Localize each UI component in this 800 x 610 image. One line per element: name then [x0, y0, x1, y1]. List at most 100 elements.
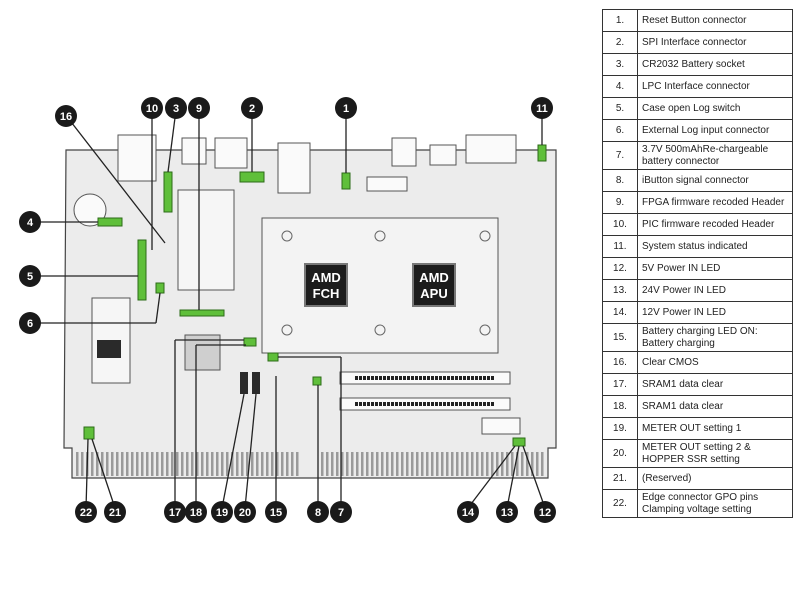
edge-finger	[261, 452, 264, 476]
meter-out-header-1	[240, 372, 248, 394]
hdmi-connector	[429, 144, 457, 166]
edge-finger	[206, 452, 209, 476]
legend-number: 17.	[602, 373, 638, 396]
legend-number: 5.	[602, 97, 638, 120]
edge-finger	[351, 452, 354, 476]
edge-finger	[541, 452, 544, 476]
leader-lines	[40, 109, 546, 509]
legend-row: 2.SPI Interface connector	[602, 31, 793, 54]
legend-description: LPC Interface connector	[637, 75, 793, 98]
edge-finger	[441, 452, 444, 476]
legend-description: METER OUT setting 1	[637, 417, 793, 440]
edge-finger	[256, 452, 259, 476]
callout-6-label: 6	[27, 318, 33, 330]
edge-finger	[451, 452, 454, 476]
legend-row: 6.External Log input connector	[602, 119, 793, 142]
vga-connector-right	[465, 134, 517, 164]
edge-finger	[361, 452, 364, 476]
edge-finger	[506, 452, 509, 476]
edge-finger	[251, 452, 254, 476]
edge-finger	[286, 452, 289, 476]
mount-hole	[281, 230, 293, 242]
legend-row: 14.12V Power IN LED	[602, 301, 793, 324]
legend-description: Battery charging LED ON: Battery chargin…	[637, 323, 793, 352]
callout-11: 11	[531, 97, 553, 119]
legend-row: 1.Reset Button connector	[602, 9, 793, 32]
usb-stack	[181, 137, 207, 165]
legend-description: SPI Interface connector	[637, 31, 793, 54]
edge-finger	[526, 452, 529, 476]
legend-description: iButton signal connector	[637, 169, 793, 192]
legend-row: 20.METER OUT setting 2 & HOPPER SSR sett…	[602, 439, 793, 468]
edge-finger	[491, 452, 494, 476]
meter-out-header-2	[252, 372, 260, 394]
edge-finger	[336, 452, 339, 476]
edge-finger	[346, 452, 349, 476]
callout-17: 17	[164, 501, 186, 523]
callout-14: 14	[457, 501, 479, 523]
legend-number: 13.	[602, 279, 638, 302]
power-led-header	[512, 437, 526, 447]
callout-7-label: 7	[338, 507, 344, 519]
edge-finger	[456, 452, 459, 476]
legend-description: 3.7V 500mAhRe-chargeable battery connect…	[637, 141, 793, 170]
legend-description: System status indicated	[637, 235, 793, 258]
callout-15-label: 15	[270, 507, 282, 519]
legend-row: 12.5V Power IN LED	[602, 257, 793, 280]
edge-finger	[181, 452, 184, 476]
legend-row: 8.iButton signal connector	[602, 169, 793, 192]
callout-14-label: 14	[462, 507, 475, 519]
edge-finger	[431, 452, 434, 476]
legend-number: 10.	[602, 213, 638, 236]
edge-finger	[531, 452, 534, 476]
legend-row: 21.(Reserved)	[602, 467, 793, 490]
status-indicator-header	[537, 144, 547, 162]
edge-finger	[201, 452, 204, 476]
legend-number: 16.	[602, 351, 638, 374]
callout-19-label: 19	[216, 507, 228, 519]
callout-1-label: 1	[343, 103, 349, 115]
callout-8: 8	[307, 501, 329, 523]
edge-finger	[166, 452, 169, 476]
mount-hole	[281, 324, 293, 336]
edge-finger	[116, 452, 119, 476]
callout-13-label: 13	[501, 507, 513, 519]
edge-finger	[146, 452, 149, 476]
legend-description: Reset Button connector	[637, 9, 793, 32]
mount-hole	[479, 324, 491, 336]
legend-description: METER OUT setting 2 & HOPPER SSR setting	[637, 439, 793, 468]
callout-4-label: 4	[27, 217, 34, 229]
edge-finger	[481, 452, 484, 476]
callout-4: 4	[19, 211, 41, 233]
lan-connector-1	[277, 142, 311, 194]
apu-chip-label-line1: AMD	[419, 270, 449, 285]
legend-row: 22.Edge connector GPO pins Clamping volt…	[602, 489, 793, 518]
ibutton-header	[312, 376, 322, 386]
legend-description: Edge connector GPO pins Clamping voltage…	[637, 489, 793, 518]
edge-finger	[466, 452, 469, 476]
callout-21: 21	[104, 501, 126, 523]
edge-finger	[486, 452, 489, 476]
callout-20-label: 20	[239, 507, 251, 519]
edge-finger	[446, 452, 449, 476]
legend-row: 17.SRAM1 data clear	[602, 373, 793, 396]
edge-finger	[196, 452, 199, 476]
lpc-header	[97, 217, 123, 227]
legend-description: (Reserved)	[637, 467, 793, 490]
callout-19: 19	[211, 501, 233, 523]
callout-10-label: 10	[146, 103, 158, 115]
legend-row: 18.SRAM1 data clear	[602, 395, 793, 418]
callout-13: 13	[496, 501, 518, 523]
edge-finger	[136, 452, 139, 476]
callout-10: 10	[141, 97, 163, 119]
legend-number: 15.	[602, 323, 638, 352]
legend-number: 4.	[602, 75, 638, 98]
edge-finger	[271, 452, 274, 476]
legend-description: Case open Log switch	[637, 97, 793, 120]
legend-row: 10.PIC firmware recoded Header	[602, 213, 793, 236]
edge-finger	[161, 452, 164, 476]
callout-1: 1	[335, 97, 357, 119]
legend-number: 7.	[602, 141, 638, 170]
callout-8-label: 8	[315, 507, 321, 519]
